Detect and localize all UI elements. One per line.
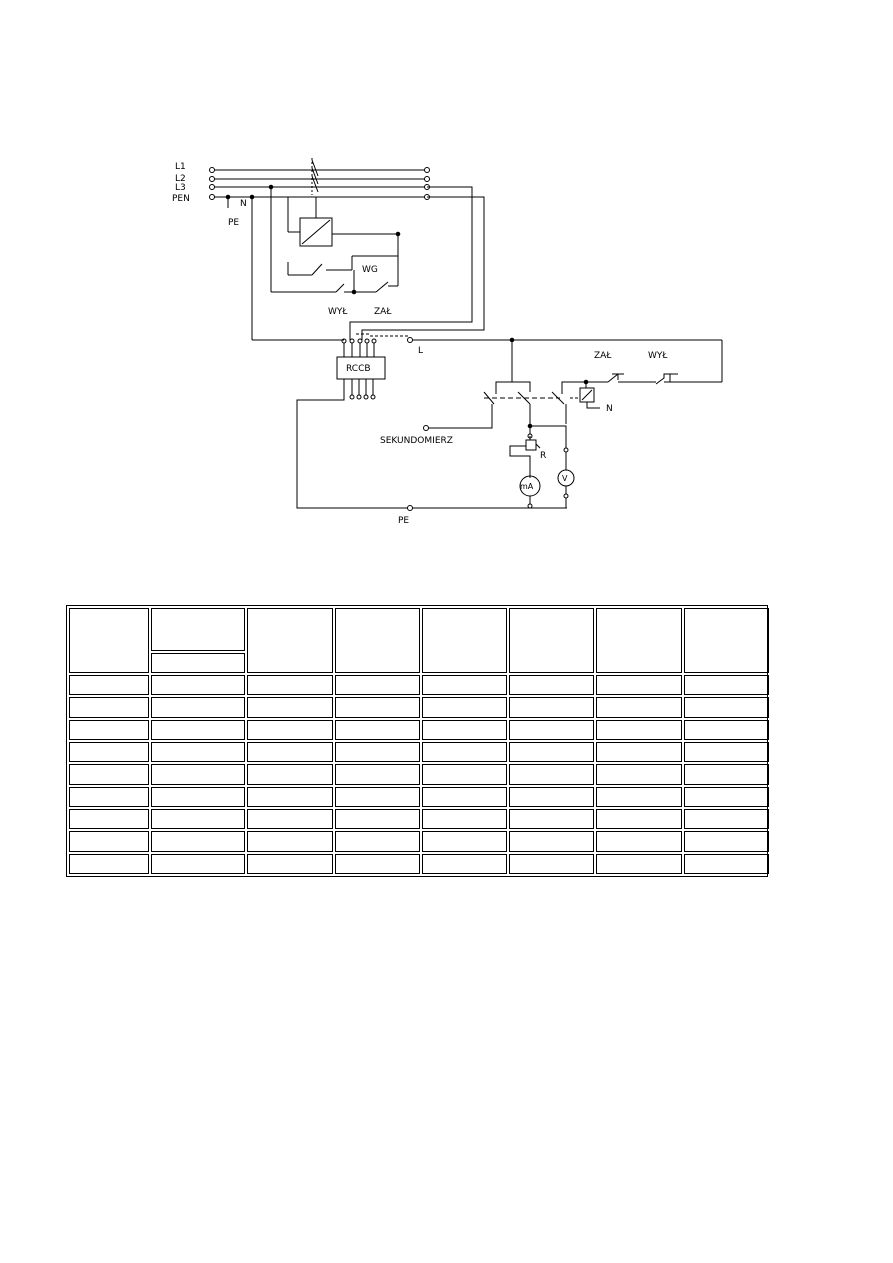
label-n-top: N	[240, 199, 247, 209]
table-header-cell	[509, 608, 594, 674]
table-header-cell	[69, 608, 149, 674]
table-header-cell	[151, 608, 245, 651]
label-pen: PEN	[172, 194, 190, 204]
table-header-cell	[151, 652, 245, 674]
resistor	[525, 439, 537, 451]
table-row	[69, 697, 769, 718]
table-row	[69, 675, 769, 696]
label-wyl-right: WYŁ	[648, 351, 668, 361]
label-wyl-left: WYŁ	[328, 307, 348, 317]
terminal-l1-left	[209, 167, 215, 173]
label-l-phase: L	[418, 346, 423, 356]
terminal-l2-left	[209, 176, 215, 182]
terminal-l1-right	[424, 167, 430, 173]
label-pe-bottom: PE	[398, 516, 409, 526]
table-row	[69, 853, 769, 874]
label-rccb: RCCB	[346, 364, 371, 374]
label-r: R	[540, 451, 546, 461]
terminal-l2-right	[424, 176, 430, 182]
label-n-right: N	[606, 404, 613, 414]
rccb-device	[336, 356, 386, 380]
table-row	[69, 786, 769, 807]
table-header-cell	[247, 608, 333, 674]
label-sekundomierz: SEKUNDOMIERZ	[380, 436, 453, 446]
label-zal-right: ZAŁ	[594, 351, 612, 361]
label-zal-left: ZAŁ	[374, 307, 392, 317]
table-row	[69, 764, 769, 785]
table-header-cell	[422, 608, 507, 674]
table-row	[69, 831, 769, 852]
table-row	[69, 808, 769, 830]
label-l1: L1	[175, 162, 186, 172]
table-row	[69, 742, 769, 763]
terminal-l3-left	[209, 184, 215, 190]
label-pe-top: PE	[228, 218, 239, 228]
label-l2: L2	[175, 174, 186, 184]
table-row	[69, 719, 769, 741]
measurement-table	[66, 605, 769, 877]
circuit-diagram: L1 L2 L3 PEN N PE WG WYŁ ZAŁ L RCCB ZAŁ …	[172, 158, 723, 526]
label-l3: L3	[175, 183, 186, 193]
label-ma: mA	[520, 482, 534, 491]
label-wg: WG	[362, 265, 378, 275]
table-header-cell	[596, 608, 682, 674]
table-header-cell	[335, 608, 420, 674]
main-switch-break	[311, 159, 319, 193]
table-header-cell	[684, 608, 769, 674]
terminal-pen-left	[209, 194, 215, 200]
label-v: V	[562, 474, 568, 483]
